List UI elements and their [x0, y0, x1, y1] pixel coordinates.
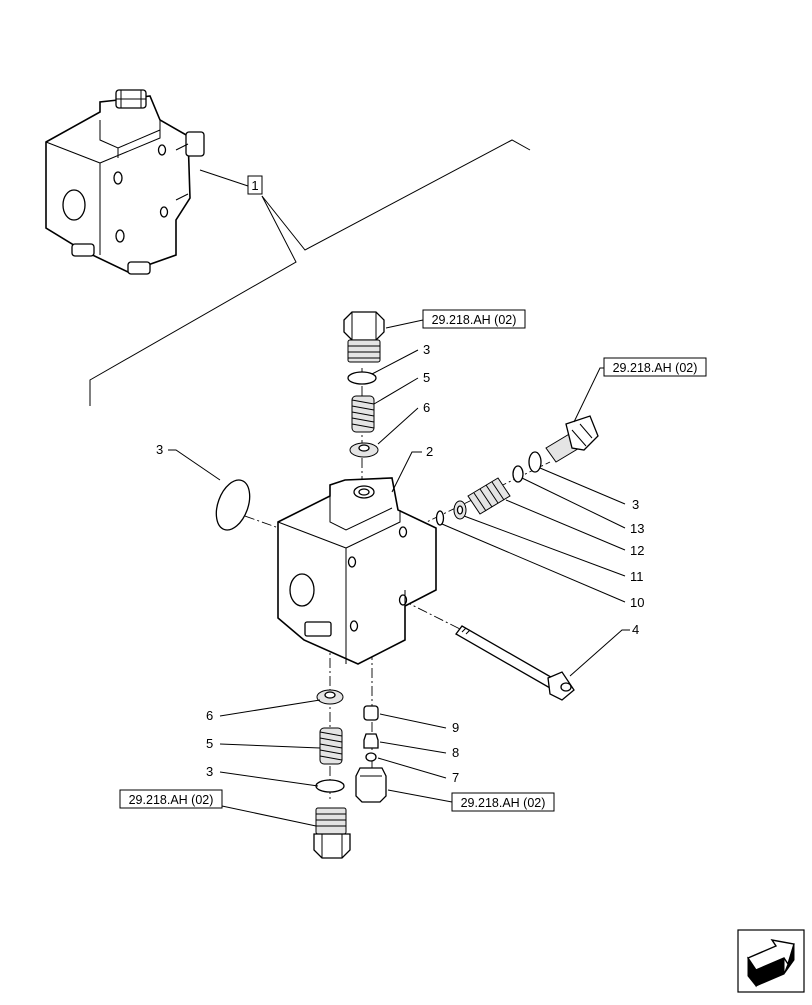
right-plug-part: [545, 415, 599, 463]
valve-body-part: [277, 477, 437, 665]
overview-valve-illustration: [45, 89, 205, 275]
bottom-right-plug-reference[interactable]: 29.218.AH (02): [451, 792, 555, 812]
top-plug-part: [343, 311, 385, 363]
callout-oring-right: 3: [632, 497, 639, 512]
item-9-part: [363, 705, 379, 721]
right-plug-reference-label: 29.218.AH (02): [613, 361, 698, 375]
callout-screw: 4: [632, 622, 639, 637]
item-13-part: [512, 465, 524, 483]
top-oring-part: [347, 371, 377, 385]
callout-item-7: 7: [452, 770, 459, 785]
item-11-part: [453, 500, 467, 520]
top-washer-part: [349, 442, 379, 458]
bottom-washer-part: [316, 689, 344, 705]
callout-item-13: 13: [630, 521, 644, 536]
item-12-spring-part: [467, 477, 511, 515]
top-plug-reference-label: 29.218.AH (02): [432, 313, 517, 327]
bottom-left-plug-reference-label: 29.218.AH (02): [129, 793, 214, 807]
callout-washer-bottom: 6: [206, 708, 213, 723]
callout-oring-left: 3: [156, 442, 163, 457]
right-plug-reference[interactable]: 29.218.AH (02): [603, 357, 707, 377]
top-spring-part: [351, 395, 375, 433]
callouts: 2 3 5 6 3 3 13 12 11 10 4 9 8 7 6 5 3: [156, 342, 644, 785]
next-page-arrow-icon[interactable]: [737, 929, 805, 993]
callout-item-12: 12: [630, 543, 644, 558]
callout-oring-bottom: 3: [206, 764, 213, 779]
callout-oring-top: 3: [423, 342, 430, 357]
callout-item-9: 9: [452, 720, 459, 735]
leader-lines: [168, 319, 630, 827]
callout-item-8: 8: [452, 745, 459, 760]
right-oring-part: [528, 451, 542, 473]
bottom-left-plug-part: [313, 807, 351, 859]
overview-index-label: 1: [251, 178, 258, 193]
item-10-part: [435, 510, 445, 526]
left-oring-part: [215, 479, 251, 531]
bottom-spring-part: [319, 727, 343, 765]
bottom-oring-part: [315, 779, 345, 793]
item-7-part: [365, 752, 377, 762]
callout-spring-bottom: 5: [206, 736, 213, 751]
bottom-right-plug-part: [355, 767, 387, 803]
callout-body: 2: [426, 444, 433, 459]
bottom-left-plug-reference[interactable]: 29.218.AH (02): [119, 789, 223, 809]
item-8-part: [363, 733, 379, 749]
screw-part: [455, 625, 575, 701]
callout-item-11: 11: [630, 569, 644, 584]
overview-leaders: [89, 139, 531, 406]
callout-washer-top: 6: [423, 400, 430, 415]
overview-index-box: 1: [247, 175, 263, 195]
top-plug-reference[interactable]: 29.218.AH (02): [422, 309, 526, 329]
callout-item-10: 10: [630, 595, 644, 610]
bottom-right-plug-reference-label: 29.218.AH (02): [461, 796, 546, 810]
callout-spring-top: 5: [423, 370, 430, 385]
